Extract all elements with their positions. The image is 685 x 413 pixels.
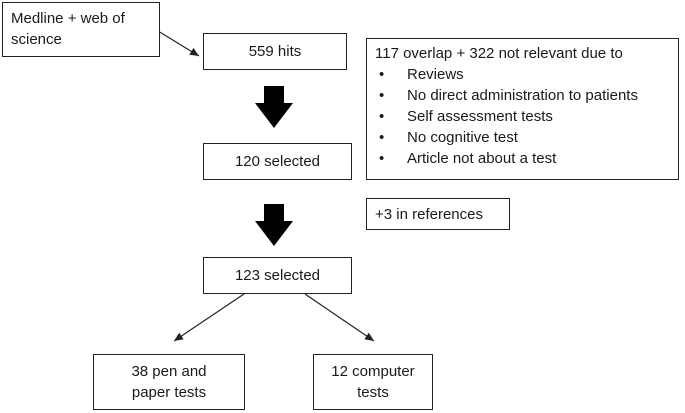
computer-tests-text: 12 computer tests bbox=[331, 363, 415, 401]
exclusion-reason: • Self assessment tests bbox=[375, 106, 670, 127]
selected-123-text: 123 selected bbox=[234, 267, 321, 284]
exclusion-reason-text: No direct administration to patients bbox=[407, 87, 638, 104]
pen-paper-tests-text: 38 pen and paper tests bbox=[131, 363, 207, 401]
selected-120-text: 120 selected bbox=[234, 153, 321, 170]
exclusion-reason-text: Self assessment tests bbox=[407, 108, 553, 125]
exclusion-reason: • No cognitive test bbox=[375, 127, 670, 148]
exclusion-reason: • Reviews bbox=[375, 64, 670, 85]
hits-box: 559 hits bbox=[203, 33, 347, 70]
exclusion-reasons-box: 117 overlap + 322 not relevant due to • … bbox=[366, 38, 679, 180]
exclusion-reason-text: Reviews bbox=[407, 66, 464, 83]
pen-paper-tests-box: 38 pen and paper tests bbox=[93, 354, 245, 410]
hits-text: 559 hits bbox=[248, 43, 302, 60]
bullet-icon: • bbox=[379, 150, 385, 167]
selected-123-box: 123 selected bbox=[203, 257, 352, 294]
arrow-source-to-hits bbox=[157, 30, 200, 57]
block-arrow-selected-120-to-selected-123 bbox=[255, 204, 293, 246]
computer-tests-box: 12 computer tests bbox=[313, 354, 433, 410]
exclusion-reason: • Article not about a test bbox=[375, 148, 670, 169]
arrow-selected-123-to-pen-paper bbox=[173, 293, 245, 342]
source-databases-box: Medline + web of science bbox=[2, 2, 160, 57]
block-arrow-hits-to-selected-120 bbox=[255, 86, 293, 128]
exclusion-reason-text: No cognitive test bbox=[407, 129, 518, 146]
references-box: +3 in references bbox=[366, 198, 510, 230]
selected-120-box: 120 selected bbox=[203, 143, 352, 180]
references-text: +3 in references bbox=[375, 205, 483, 223]
source-databases-text: Medline + web of science bbox=[11, 10, 125, 48]
arrow-selected-123-to-computer bbox=[304, 293, 375, 342]
bullet-icon: • bbox=[379, 66, 385, 83]
exclusion-reasons-list: • Reviews • No direct administration to … bbox=[375, 64, 670, 169]
exclusion-reason: • No direct administration to patients bbox=[375, 85, 670, 106]
bullet-icon: • bbox=[379, 129, 385, 146]
exclusion-reason-text: Article not about a test bbox=[407, 150, 557, 167]
bullet-icon: • bbox=[379, 108, 385, 125]
exclusion-heading: 117 overlap + 322 not relevant due to bbox=[375, 45, 623, 62]
bullet-icon: • bbox=[379, 87, 385, 104]
